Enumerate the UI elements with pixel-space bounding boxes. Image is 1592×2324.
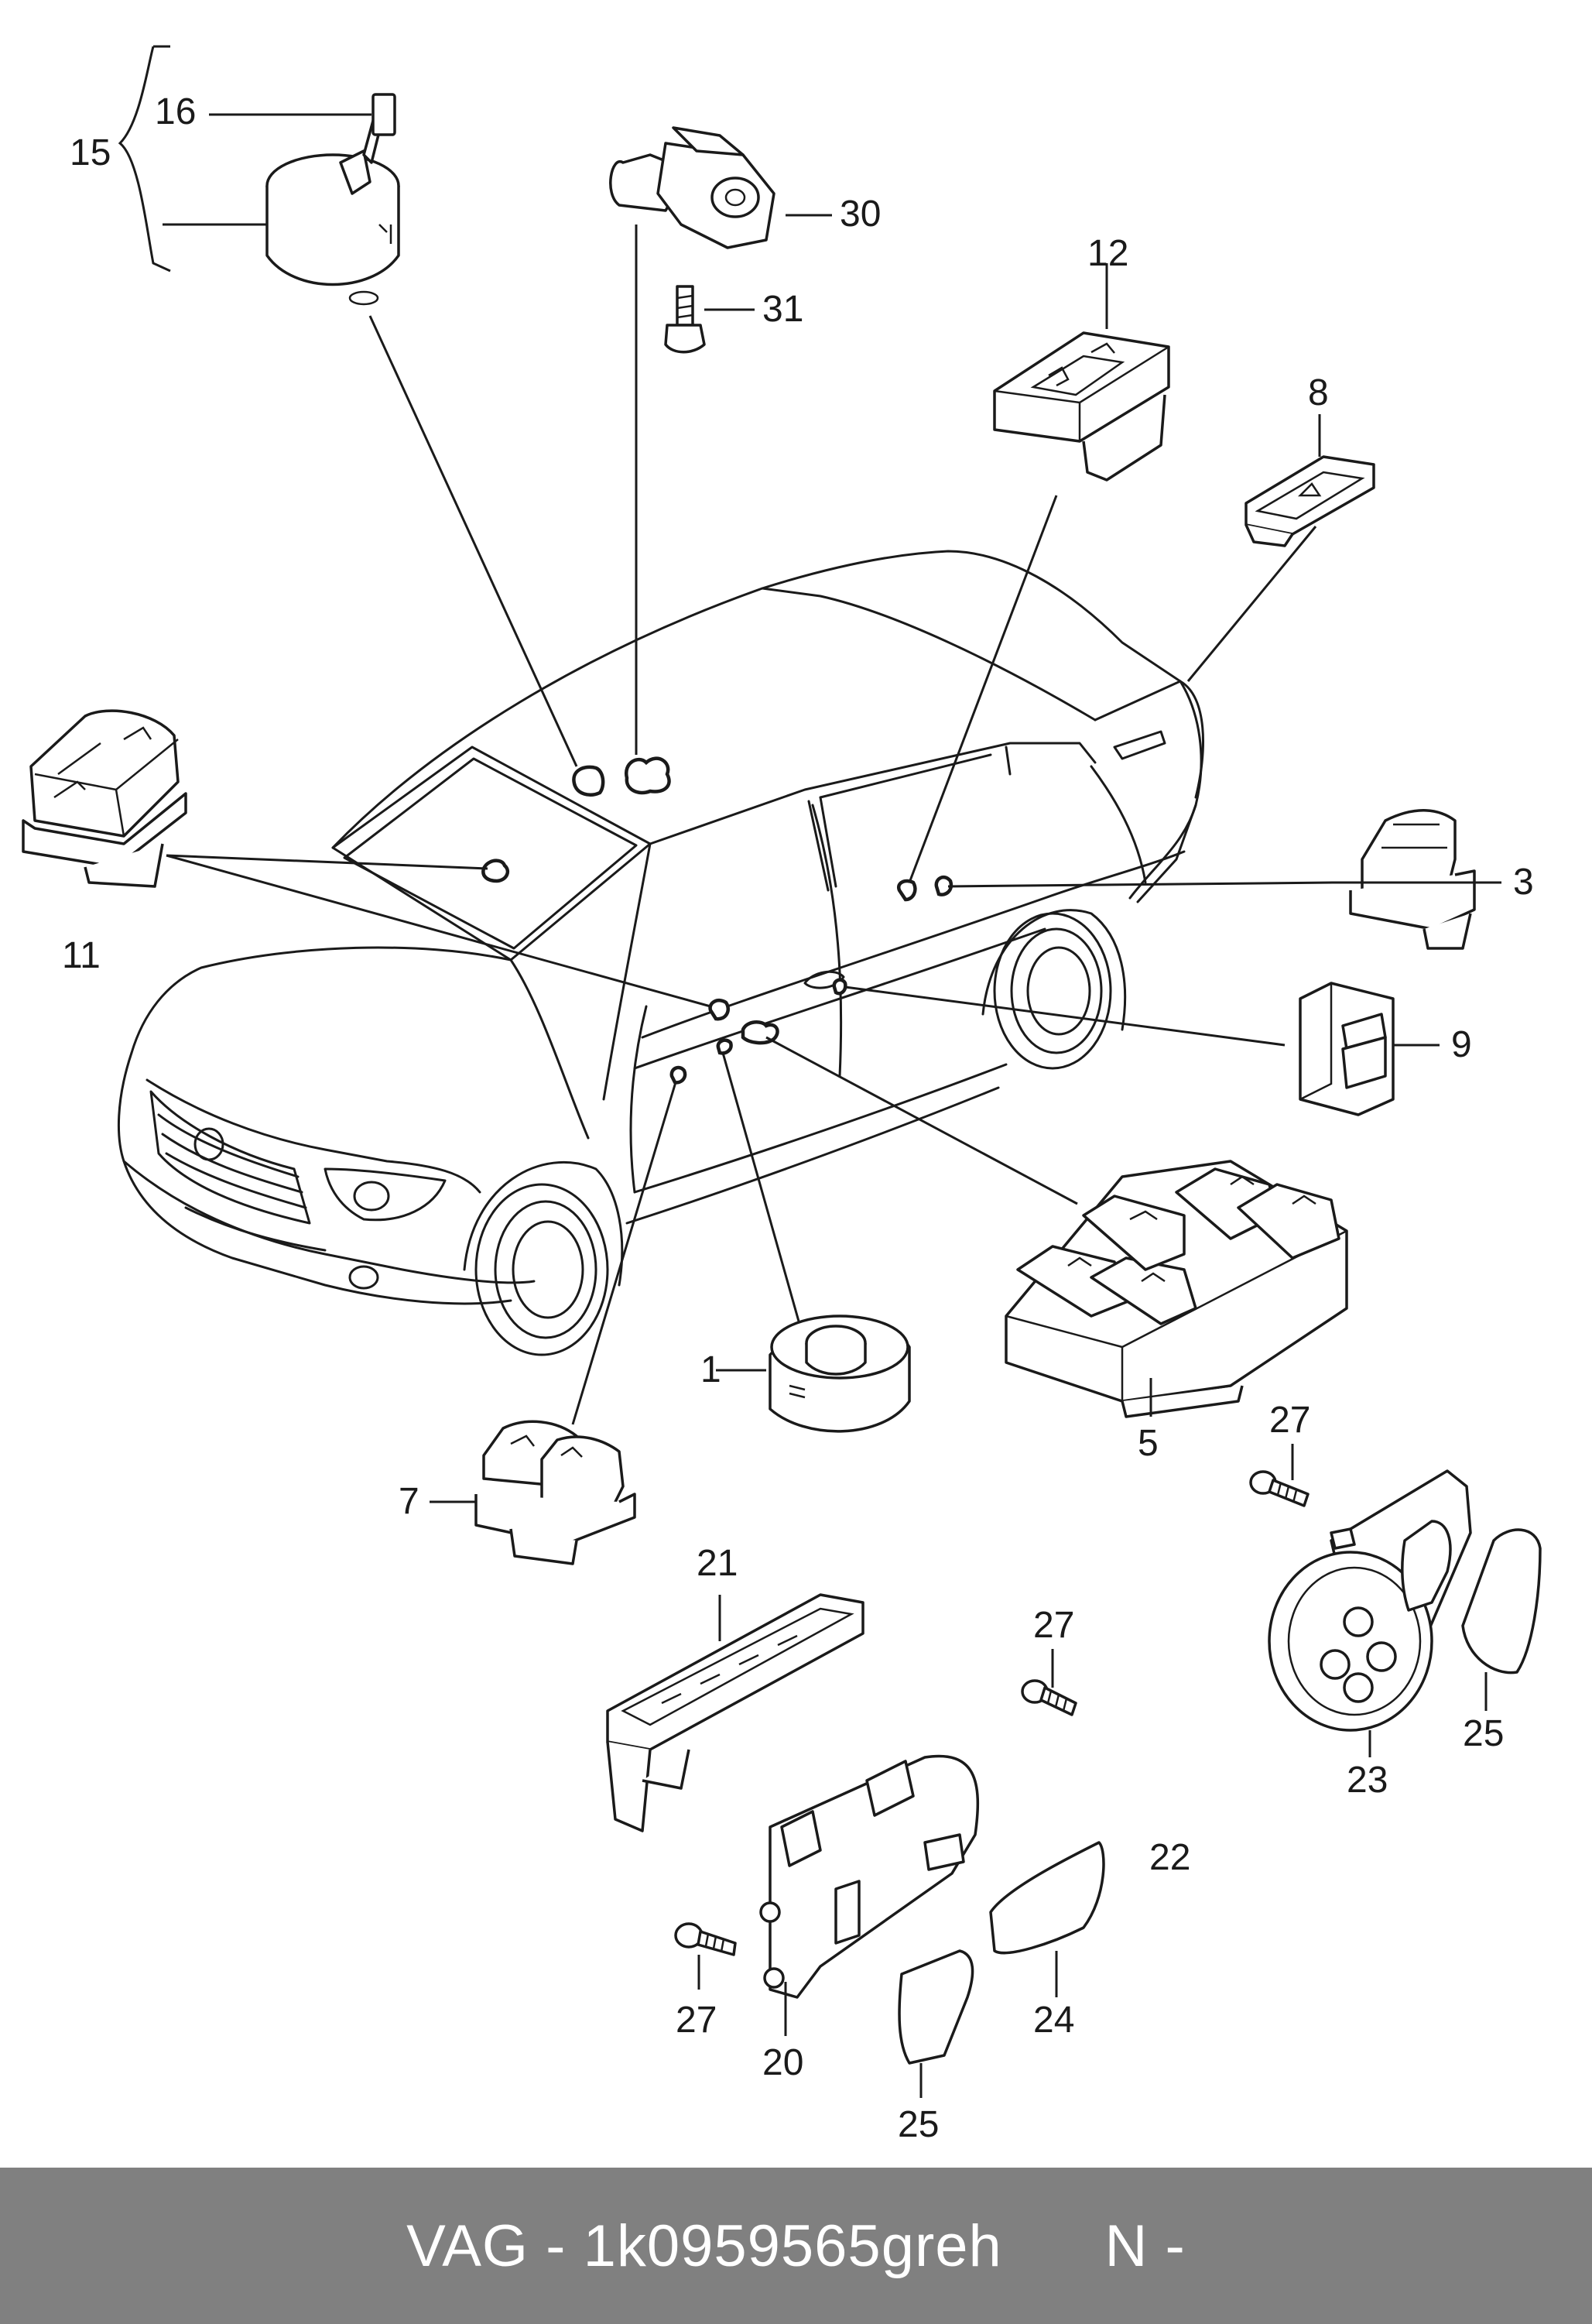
footer-part-number: 1k0959565greh: [583, 2213, 1002, 2279]
part-9-switch-block: [1299, 982, 1440, 1116]
callout-27-right: 27: [1269, 1400, 1310, 1441]
part-7-window-switch: [430, 1420, 636, 1565]
part-27-screw-middle: [1021, 1649, 1077, 1716]
part-8-trunk-switch: [1244, 414, 1375, 547]
callout-23: 23: [1347, 1760, 1388, 1801]
part-25-cover-lower: [898, 1949, 974, 2098]
part-5-master-switch: [1005, 1160, 1348, 1418]
callout-8: 8: [1308, 372, 1329, 413]
car-illustration: [117, 550, 1204, 1356]
callout-1: 1: [700, 1349, 721, 1390]
footer-gap: [566, 2213, 583, 2280]
part-27-screw-right: [1249, 1444, 1310, 1507]
callout-25-lower: 25: [898, 2104, 939, 2145]
callout-25-right: 25: [1463, 1713, 1504, 1754]
part-15-light-switch: [118, 45, 400, 306]
part-1-mirror-knob: [716, 1315, 911, 1433]
callout-9: 9: [1451, 1024, 1472, 1065]
footer-brand: VAG: [406, 2213, 529, 2279]
location-markers: [481, 756, 953, 1085]
parts-diagram: 15 16 30 31 12 8 11 3 9 1 5 7 27 21 27 2…: [22, 45, 1542, 2145]
footer-separator: [529, 2213, 546, 2280]
callout-5: 5: [1138, 1423, 1159, 1464]
part-11-window-switch: [22, 709, 187, 888]
part-23-seat-controller: [1268, 1469, 1472, 1757]
callout-11: 11: [62, 935, 101, 976]
callout-21: 21: [697, 1543, 738, 1584]
leader-lines: [166, 225, 1334, 1425]
footer-spacer: [1002, 2213, 1105, 2280]
part-24-cover: [989, 1841, 1105, 1997]
callout-31: 31: [762, 289, 803, 330]
part-25-cover-right: [1461, 1528, 1542, 1711]
part-12-window-switch: [993, 263, 1170, 482]
callout-22: 22: [1149, 1837, 1190, 1878]
part-20-seat-module: [759, 1754, 980, 2036]
callout-20: 20: [762, 2042, 803, 2083]
part-30-motor: [609, 126, 832, 354]
callout-16: 16: [155, 91, 196, 132]
part-27-screw-left: [674, 1922, 737, 1990]
callout-27-left: 27: [676, 2000, 717, 2041]
callout-12: 12: [1087, 233, 1128, 274]
callout-3: 3: [1513, 862, 1534, 903]
footer-dash: -: [546, 2213, 567, 2279]
callout-24: 24: [1033, 2000, 1074, 2041]
callout-labels: 15 16 30 31 12 8 11 3 9 1 5 7 27 21 27 2…: [62, 91, 1534, 2145]
callout-7: 7: [399, 1481, 419, 1522]
footer-suffix: N -: [1104, 2213, 1186, 2279]
footer-bar: VAG - 1k0959565greh N -: [0, 2168, 1592, 2324]
callout-15: 15: [70, 132, 111, 173]
part-21-memory-switch: [606, 1593, 864, 1832]
callout-30: 30: [840, 194, 881, 235]
callout-27-middle: 27: [1033, 1605, 1074, 1646]
part-3-window-switch: [1331, 809, 1501, 950]
